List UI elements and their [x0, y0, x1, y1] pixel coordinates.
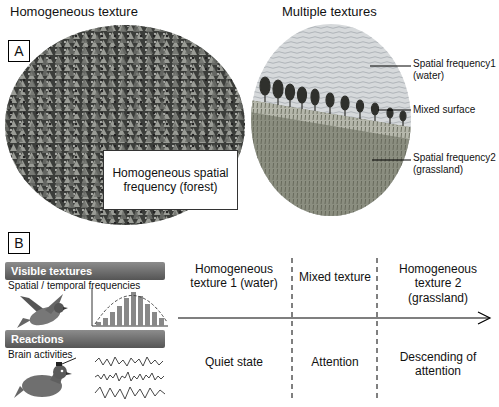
pigeon-with-electrode	[14, 358, 76, 398]
forest-photo	[5, 25, 245, 225]
time-arrow	[178, 312, 490, 324]
panel-letter-box: B	[8, 232, 30, 254]
sub-label: Brain activities	[8, 349, 168, 361]
sub-label: Spatial / temporal frequencies	[8, 280, 168, 292]
panel-title: Multiple textures	[282, 4, 482, 20]
section-header: Visible textures	[5, 262, 165, 280]
state-label: Attention	[295, 355, 375, 369]
callout-label: Mixed surface	[413, 104, 499, 116]
phase-label: Homogeneous texture 2 (grassland)	[383, 262, 493, 305]
node-text: Reactions	[11, 333, 64, 345]
state-label: Descending of attention	[383, 350, 493, 379]
flying-pigeon	[17, 294, 68, 329]
landscape-photo	[250, 20, 415, 225]
node-text: Homogeneous spatial frequency (forest)	[108, 166, 233, 194]
callout-label: Spatial frequency1 (water)	[413, 58, 499, 82]
annotation-box: Homogeneous spatial frequency (forest)	[103, 150, 238, 210]
phase-label: Homogeneous texture 1 (water)	[184, 262, 284, 291]
panel-title: Homogeneous texture	[10, 4, 210, 20]
node-text: Visible textures	[11, 265, 92, 277]
frequency-histogram	[92, 288, 168, 326]
phase-dividers	[292, 258, 377, 402]
node-text: A	[14, 43, 23, 59]
state-label: Quiet state	[184, 355, 284, 369]
phase-label: Mixed texture	[295, 270, 375, 284]
node-text: B	[14, 235, 23, 251]
panel-letter-box: A	[8, 40, 30, 62]
section-header: Reactions	[5, 330, 165, 348]
callout-label: Spatial frequency2 (grassland)	[413, 152, 499, 176]
leader-lines	[370, 66, 411, 160]
eeg-traces	[95, 357, 165, 399]
